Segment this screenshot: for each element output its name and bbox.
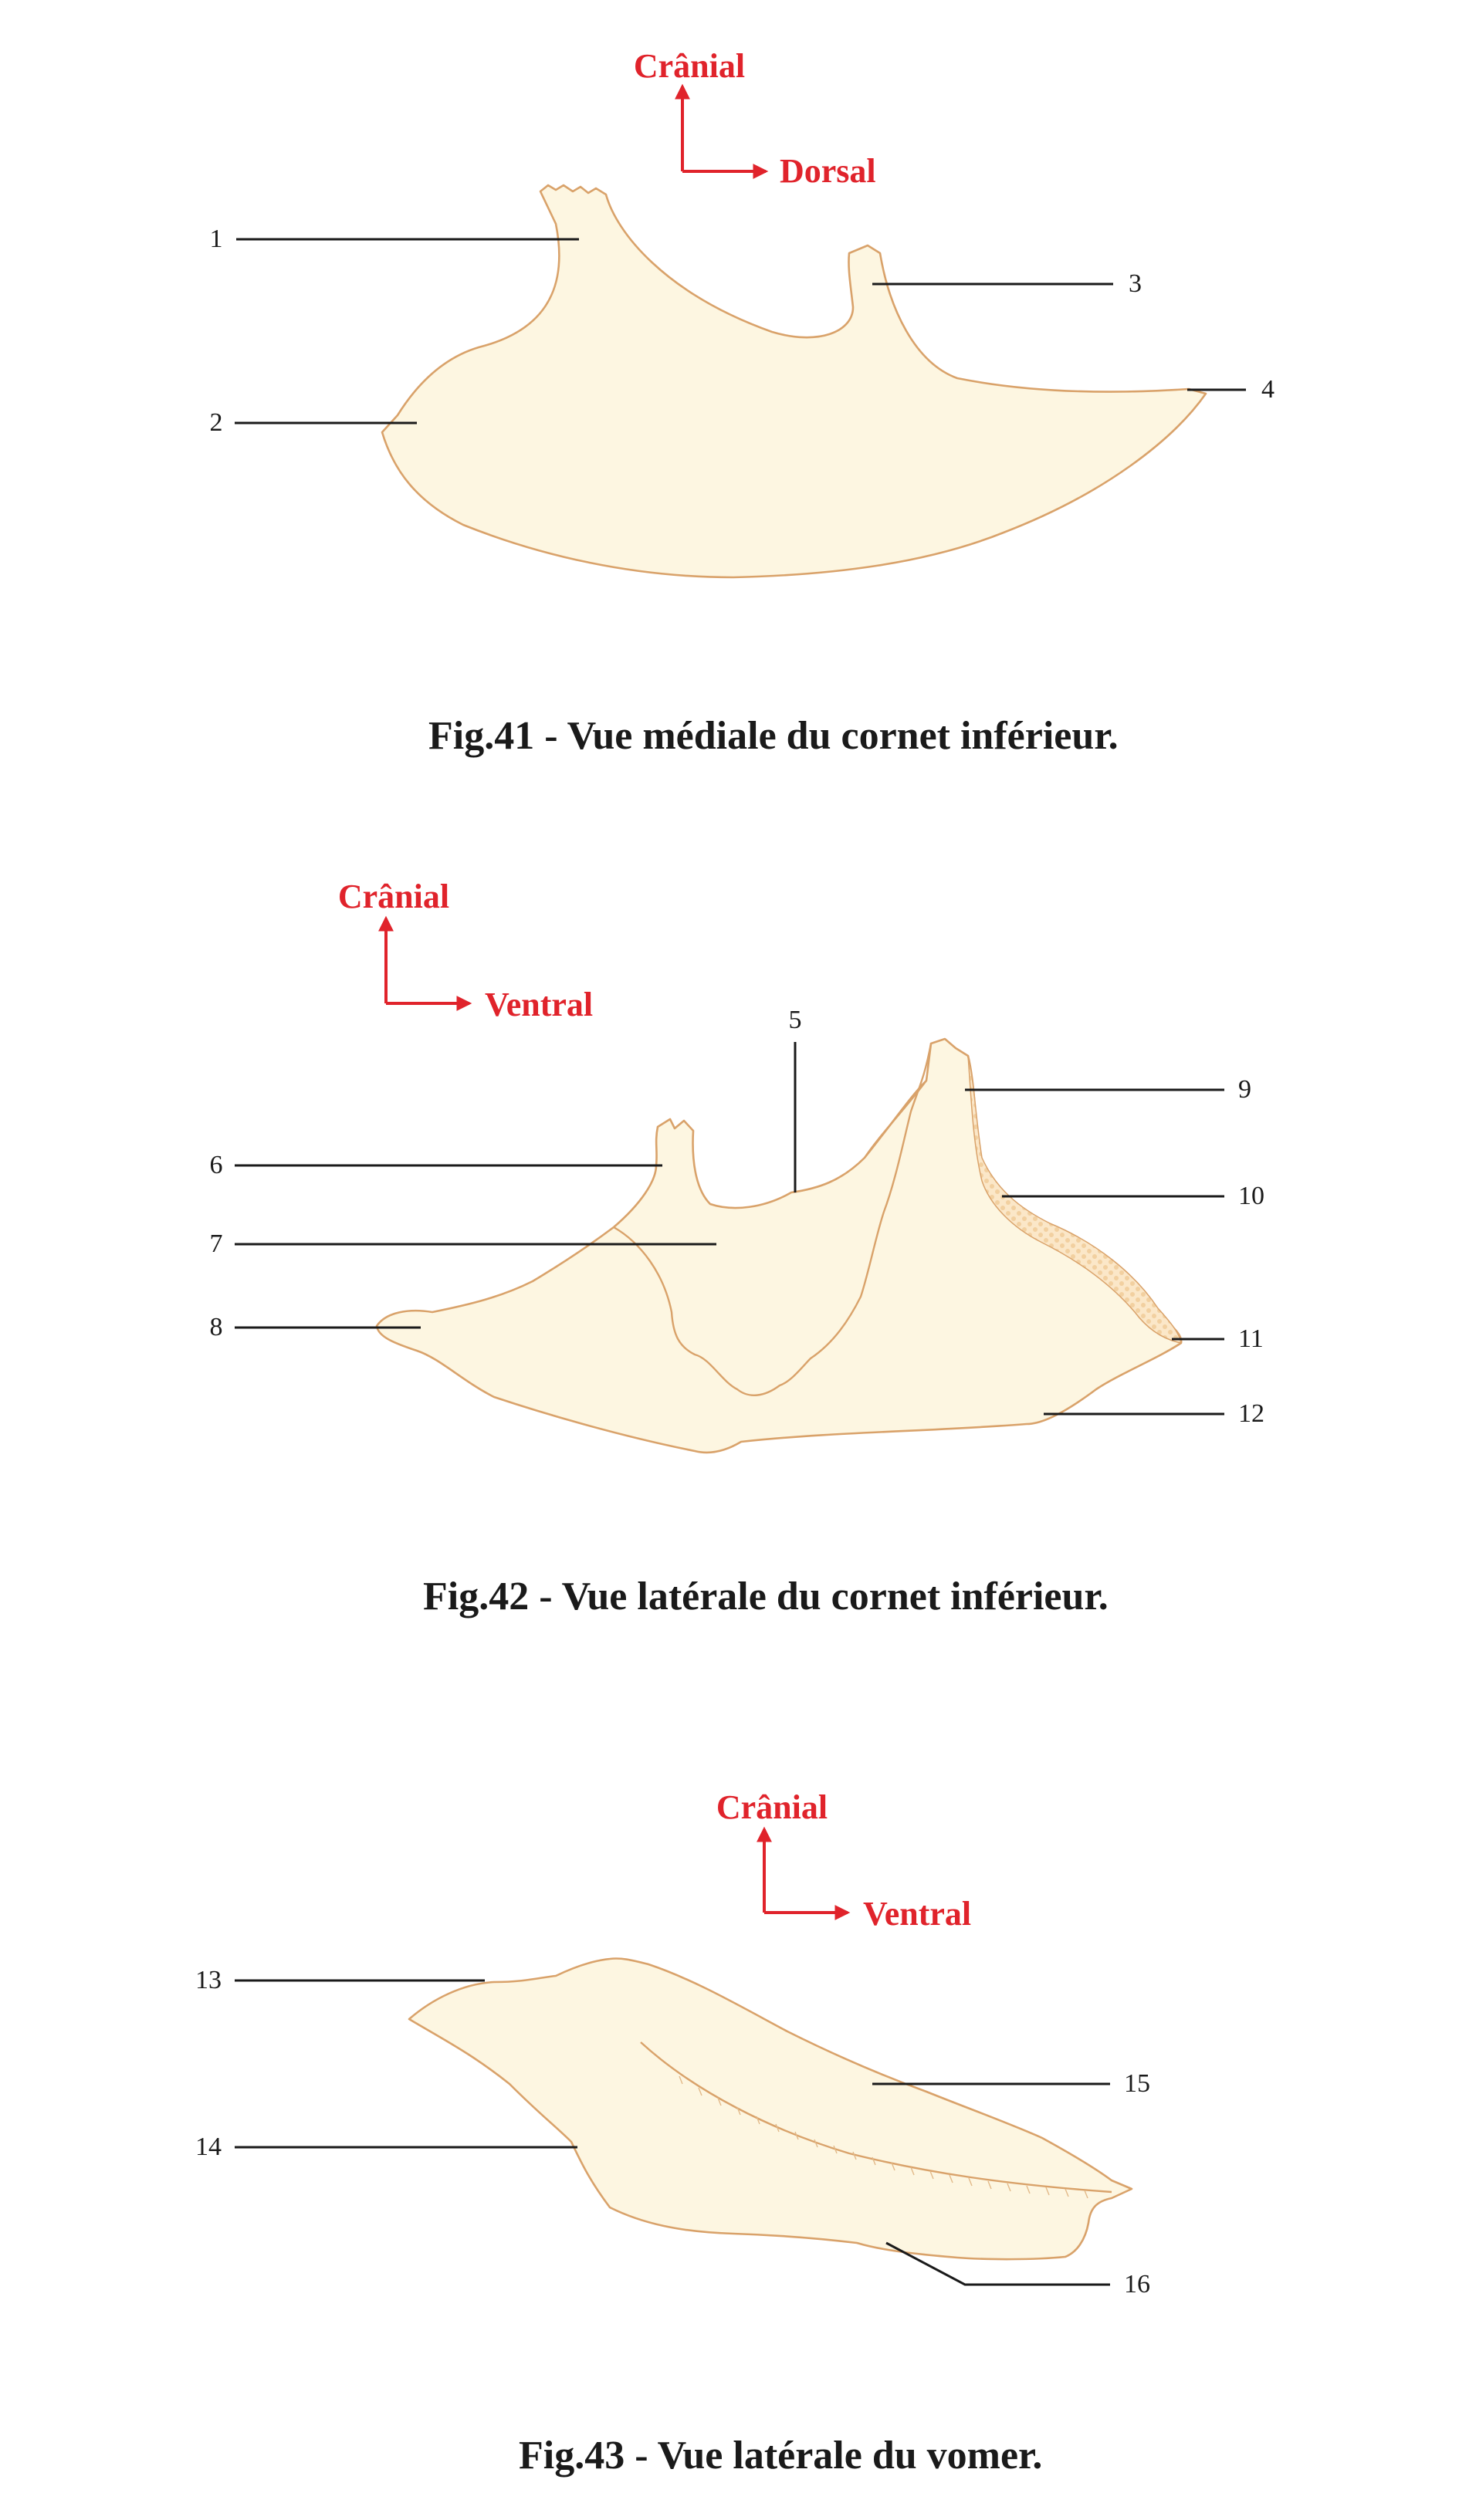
direction-right-label: Dorsal [780, 152, 876, 190]
inferior-concha-medial-shape [381, 184, 1207, 579]
label-6: 6 [210, 1151, 223, 1179]
dotted-border-region [967, 1055, 1182, 1344]
inner-fold-outline [613, 1043, 933, 1396]
orientation-indicator: Crânial Dorsal [634, 47, 876, 190]
figure-caption: Fig.42 - Vue latérale du cornet inférieu… [423, 1575, 1109, 1619]
direction-up-label: Crânial [716, 1788, 828, 1826]
label-2: 2 [210, 408, 223, 437]
direction-up-label: Crânial [634, 47, 745, 85]
leader-lines [235, 1979, 1110, 2286]
figure-42: Crânial Ventral 5 6 7 8 9 [210, 878, 1265, 1619]
leader-16 [885, 2241, 1110, 2286]
label-16: 16 [1124, 2270, 1150, 2298]
labels: 13 14 15 16 [195, 1966, 1150, 2298]
label-4: 4 [1261, 375, 1275, 404]
leader-lines [235, 238, 1246, 425]
direction-right-label: Ventral [863, 1895, 971, 1933]
figure-caption: Fig.41 - Vue médiale du cornet inférieur… [428, 714, 1119, 758]
label-9: 9 [1238, 1075, 1251, 1104]
label-14: 14 [195, 2133, 222, 2161]
crest-inner-edge [864, 1080, 927, 1159]
label-7: 7 [210, 1230, 223, 1258]
label-5: 5 [789, 1006, 802, 1034]
orientation-indicator: Crânial Ventral [338, 878, 593, 1023]
labels: 5 6 7 8 9 10 11 12 [210, 1006, 1265, 1428]
label-11: 11 [1238, 1324, 1264, 1353]
label-8: 8 [210, 1313, 223, 1341]
leader-lines [235, 1042, 1224, 1416]
label-3: 3 [1129, 269, 1142, 298]
figure-43: Crânial Ventral 13 14 15 16 Fig.43 - Vue… [195, 1788, 1150, 2478]
labels: 1 2 3 4 [210, 225, 1275, 437]
direction-right-label: Ventral [485, 986, 593, 1023]
label-15: 15 [1124, 2069, 1150, 2098]
vomer-lateral-shape [408, 1957, 1133, 2261]
direction-up-label: Crânial [338, 878, 449, 915]
label-10: 10 [1238, 1182, 1264, 1210]
vomer-groove [640, 2041, 1112, 2194]
figure-caption: Fig.43 - Vue latérale du vomer. [519, 2434, 1042, 2478]
figure-41: Crânial Dorsal 1 2 3 4 Fig.41 - Vue médi… [210, 47, 1275, 758]
label-12: 12 [1238, 1399, 1264, 1428]
label-1: 1 [210, 225, 223, 253]
label-13: 13 [195, 1966, 222, 1994]
orientation-indicator: Crânial Ventral [716, 1788, 971, 1933]
groove-hatching [679, 2075, 1088, 2199]
